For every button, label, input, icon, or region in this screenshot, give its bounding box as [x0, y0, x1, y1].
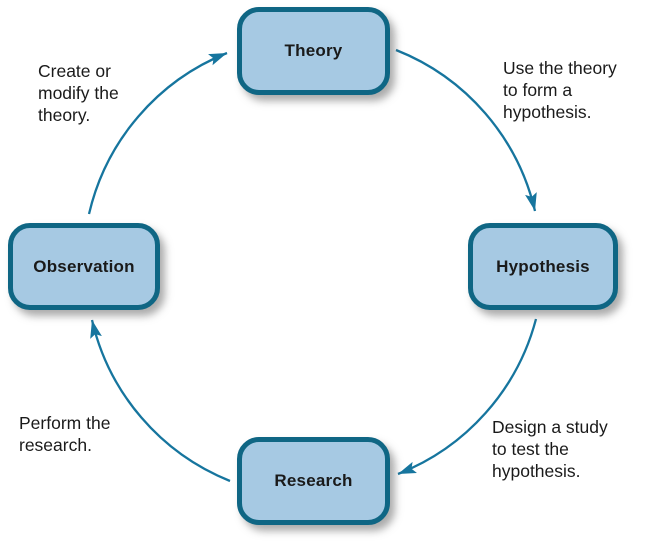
annotation-perform-research: Perform the research.	[19, 413, 111, 455]
arrow-research-to-observation	[90, 319, 231, 483]
node-theory: Theory	[237, 7, 390, 95]
node-research-label: Research	[274, 471, 353, 490]
node-theory-label: Theory	[284, 41, 343, 60]
node-observation-label: Observation	[33, 256, 135, 276]
annotation-use-theory-form-hypothesis: Use the theory to form a hypothesis.	[503, 58, 617, 122]
node-research: Research	[237, 437, 390, 525]
node-hypothesis-label: Hypothesis	[496, 256, 590, 276]
annotation-design-study-test-hypothesis: Design a study to test the hypothesis.	[492, 417, 608, 481]
node-hypothesis: Hypothesis	[468, 223, 618, 310]
annotation-create-modify-theory: Create or modify the theory.	[38, 61, 119, 125]
node-observation: Observation	[8, 223, 160, 310]
